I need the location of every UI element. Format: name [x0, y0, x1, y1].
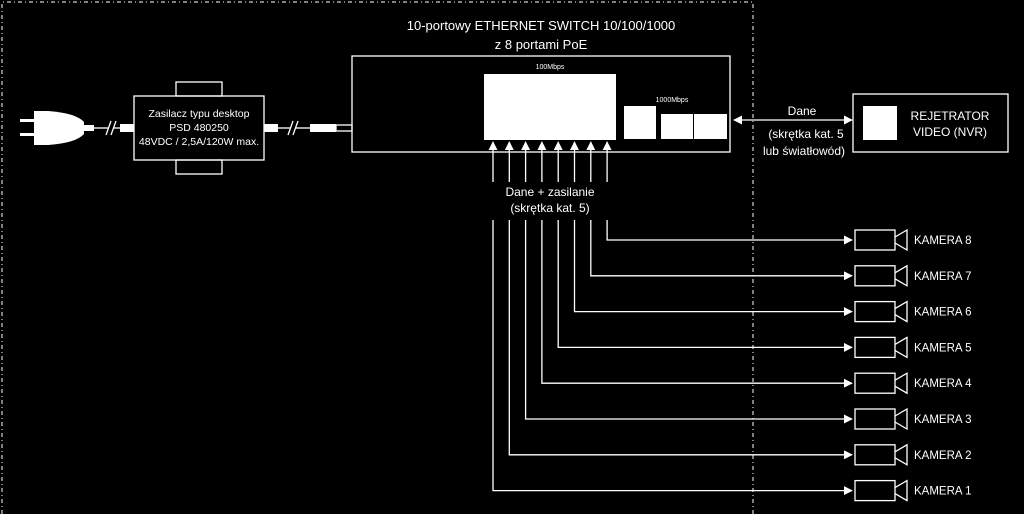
- camera-cable: [508, 220, 853, 460]
- camera-label: KAMERA 1: [914, 486, 972, 498]
- switch-title-line2: z 8 portami PoE: [495, 37, 588, 52]
- camera-label: KAMERA 7: [914, 271, 972, 283]
- camera-icon: [854, 228, 908, 252]
- mains-cable: [94, 120, 134, 136]
- camera-cable: [492, 220, 853, 496]
- poe-link-note: (skrętka kat. 5): [510, 201, 589, 215]
- ethernet-switch: [351, 55, 731, 153]
- psu-label-line2: PSD 480250: [169, 122, 229, 134]
- camera-label: KAMERA 3: [914, 414, 972, 426]
- uplink-speed-label: 1000Mbps: [656, 97, 689, 104]
- nvr-link-label: Dane: [788, 104, 817, 118]
- poe-link-label: Dane + zasilanie: [505, 185, 594, 199]
- camera-cable: [524, 220, 853, 424]
- nvr-link-note-line1: (skrętka kat. 5: [768, 127, 844, 141]
- camera-cable: [573, 220, 853, 317]
- poe-port-block: [484, 74, 616, 140]
- camera-links: [488, 141, 853, 496]
- nvr-label-line1: REJETRATOR: [911, 109, 990, 123]
- dc-cable: [264, 120, 353, 136]
- camera-label: KAMERA 2: [914, 450, 972, 462]
- uplink-port-3: [694, 114, 727, 139]
- nvr-label-line2: VIDEO (NVR): [913, 125, 987, 139]
- nvr-recorder: [852, 93, 1009, 153]
- camera-icon: [854, 479, 908, 502]
- camera-cable: [590, 220, 853, 281]
- nvr-screen: [863, 106, 897, 140]
- psu-label-line3: 48VDC / 2,5A/120W max.: [139, 136, 259, 148]
- poe-port-speed-label: 100Mbps: [536, 64, 565, 71]
- enclosure-boundary: [1, 1, 754, 514]
- camera-cable: [557, 220, 853, 352]
- camera-cable: [541, 220, 853, 388]
- camera-icon: [854, 443, 908, 466]
- camera-list: KAMERA 8 KAMERA 7 KAMERA 6 KAMERA 5 KAMERA 4…: [854, 228, 972, 502]
- nvr-link-note-line2: lub światłowód): [763, 144, 845, 158]
- camera-label: KAMERA 8: [914, 235, 972, 247]
- power-plug-icon: [20, 111, 94, 145]
- camera-icon: [854, 372, 908, 395]
- camera-cable: [606, 220, 853, 245]
- camera-icon: [854, 300, 908, 323]
- camera-icon: [854, 264, 908, 287]
- uplink-port-2: [661, 114, 693, 139]
- switch-title-line1: 10-portowy ETHERNET SWITCH 10/100/1000: [407, 18, 676, 33]
- camera-icon: [854, 336, 908, 359]
- psu-label-line1: Zasilacz typu desktop: [149, 108, 250, 120]
- camera-label: KAMERA 5: [914, 342, 972, 354]
- camera-label: KAMERA 4: [914, 378, 972, 390]
- camera-label: KAMERA 6: [914, 307, 972, 319]
- uplink-port-1: [624, 106, 656, 139]
- camera-icon: [854, 407, 908, 431]
